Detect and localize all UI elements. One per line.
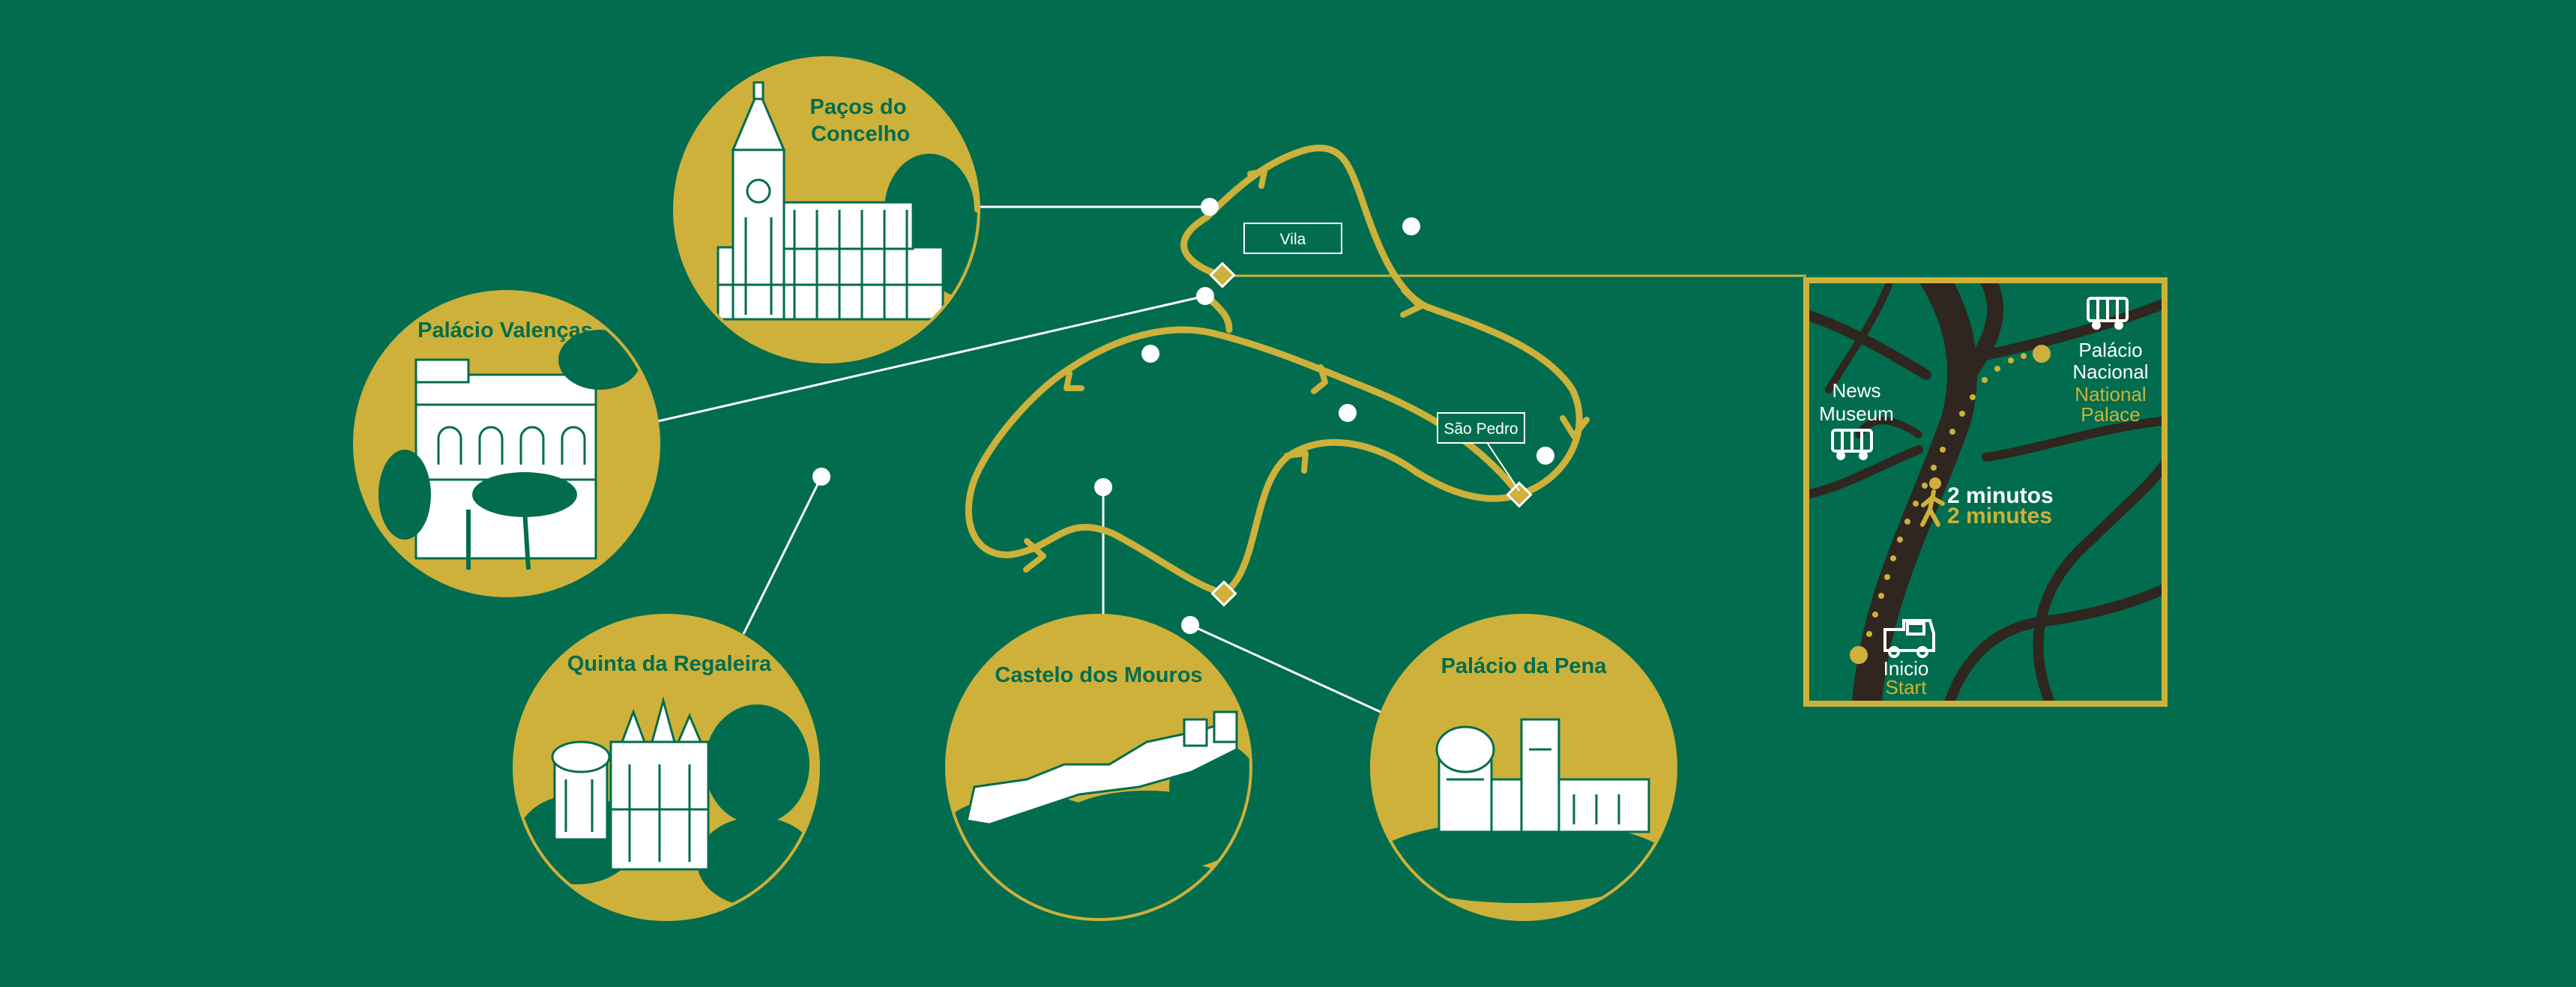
arrow-marker: [1023, 538, 1046, 573]
stop-markers[interactable]: [1209, 262, 1533, 607]
connector-lines: [657, 205, 1381, 713]
landmark-palacio-da-pena[interactable]: Palácio da Pena: [1370, 614, 1677, 921]
start-label-en: Start: [1886, 676, 1928, 698]
arrow-marker: [1247, 169, 1267, 189]
bus-route: [965, 145, 1583, 597]
news-museum-label-line2: Museum: [1819, 402, 1894, 425]
palace-label-pt-line1: Palácio: [2078, 339, 2142, 361]
palace-label-en-line2: Palace: [2081, 403, 2141, 426]
landmark-title: Castelo dos Mouros: [995, 663, 1202, 687]
landmark-title-line1: Paços do: [810, 95, 907, 119]
walking-path: [1850, 345, 2051, 664]
stop-label-vila: Vila: [1280, 231, 1306, 248]
landmark-quinta-da-regaleira[interactable]: Quinta da Regaleira: [513, 614, 820, 921]
stop-label-sao-pedro: São Pedro: [1444, 420, 1518, 438]
landmark-title: Palácio da Pena: [1441, 654, 1608, 678]
start-label-pt: Inicio: [1883, 657, 1929, 680]
palace-label-pt-line2: Nacional: [2072, 360, 2148, 383]
romantic-palace-illustration: [517, 696, 817, 907]
stop-vila-marker: [1209, 262, 1236, 289]
walk-time-pt: 2 minutos: [1947, 483, 2054, 508]
stop-tag-sao-pedro[interactable]: São Pedro: [1437, 412, 1525, 492]
news-museum-label-line1: News: [1832, 379, 1880, 402]
road-network: [1806, 280, 2165, 704]
walk-time-en: 2 minutes: [1947, 504, 2052, 528]
inset-walking-map: News Museum Palácio Nacional National Pa…: [1803, 277, 2168, 707]
walking-person-icon: [1920, 477, 1945, 527]
tram-icon: [2087, 297, 2129, 330]
arrow-marker: [1311, 364, 1328, 394]
tram-icon: [1831, 429, 1873, 460]
domed-palace-illustration: [1372, 718, 1671, 903]
landmark-castelo-dos-mouros[interactable]: Castelo dos Mouros: [937, 614, 1259, 929]
stop-tag-vila[interactable]: Vila: [1243, 223, 1342, 254]
palace-label-en-line1: National: [2075, 383, 2146, 405]
waypoint-dots: [812, 198, 1554, 634]
arrow-marker: [1064, 370, 1085, 391]
gothic-town-hall-illustration: [717, 81, 979, 321]
arrow-marker: [1284, 450, 1309, 474]
landmark-palacio-valencas[interactable]: Palácio Valenças: [353, 290, 660, 597]
route-arrows: [1023, 169, 1590, 573]
landmark-pacos-do-concelho[interactable]: Paços do Concelho: [673, 56, 993, 363]
landmark-title: Palácio Valenças: [417, 319, 593, 342]
tourist-train-icon: [1883, 619, 1935, 658]
stop-sao-pedro-marker: [1506, 481, 1533, 508]
palace-with-trees-illustration: [378, 330, 641, 570]
stop-castle-marker: [1210, 580, 1237, 607]
landmark-title: Quinta da Regaleira: [567, 652, 772, 676]
arrow-marker: [1400, 287, 1423, 318]
arrow-marker: [1560, 415, 1590, 439]
landmark-title-line2: Concelho: [811, 122, 910, 146]
